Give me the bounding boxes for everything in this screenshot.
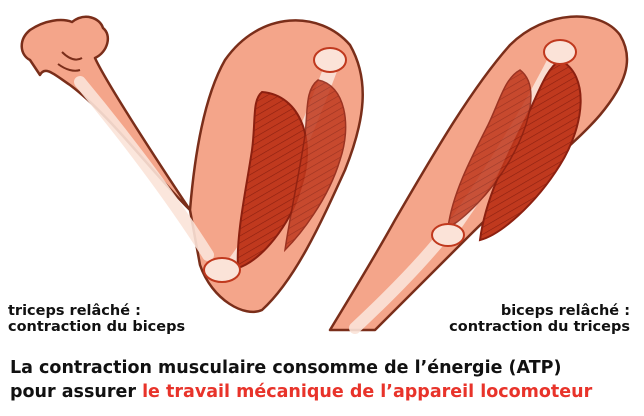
left-arm-label: triceps relâché : contraction du biceps	[8, 303, 185, 335]
caption-line2-prefix: pour assurer	[10, 382, 142, 402]
caption-line1: La contraction musculaire consomme de l’…	[10, 357, 561, 379]
right-arm-label: biceps relâché : contraction du triceps	[449, 303, 630, 335]
caption-line2: pour assurer le travail mécanique de l’a…	[10, 381, 592, 403]
forearm-bone	[80, 82, 208, 255]
right-arm-label-line1: biceps relâché :	[449, 303, 630, 319]
elbow-joint-right	[432, 224, 464, 246]
extended-arm-illustration	[330, 17, 627, 330]
flexed-arm-illustration	[22, 17, 363, 312]
left-arm-label-line1: triceps relâché :	[8, 303, 185, 319]
elbow-joint	[204, 258, 240, 282]
caption-highlight: le travail mécanique de l’appareil locom…	[142, 382, 592, 402]
shoulder-joint	[314, 48, 346, 72]
left-arm-label-line2: contraction du biceps	[8, 319, 185, 335]
shoulder-joint-right	[544, 40, 576, 64]
right-arm-label-line2: contraction du triceps	[449, 319, 630, 335]
